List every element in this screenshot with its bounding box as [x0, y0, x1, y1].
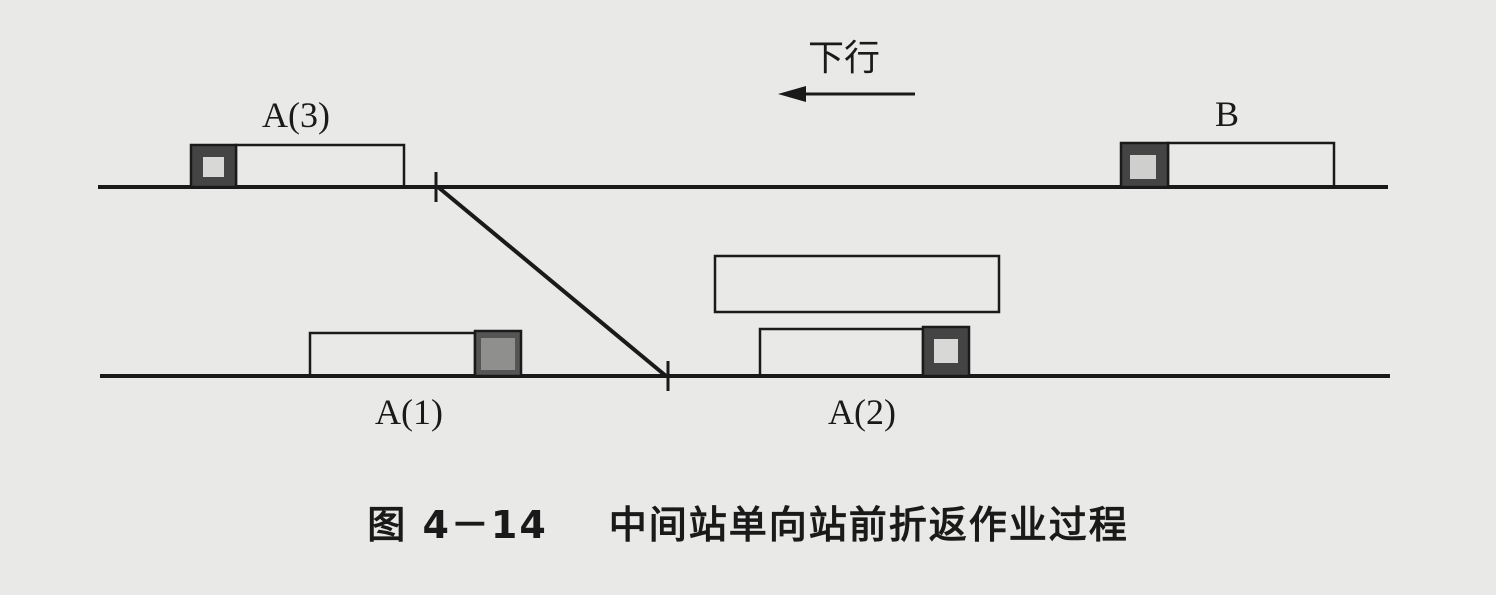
train-label-a3: A(3) [262, 95, 330, 135]
track-diagram: 下行 A(3) B A [98, 38, 1390, 432]
direction-label: 下行 [808, 38, 880, 79]
train-a2 [713, 254, 1001, 378]
train-a1 [308, 329, 523, 378]
locomotive-b [1119, 141, 1170, 189]
crossover-line [436, 185, 668, 378]
figure-number: 图 4－14 [367, 503, 548, 547]
train-b [1119, 141, 1336, 189]
train-label-a1: A(1) [375, 392, 443, 432]
train-a2-consist [713, 254, 1001, 314]
figure-title: 中间站单向站前折返作业过程 [608, 503, 1129, 547]
train-label-b: B [1215, 94, 1239, 134]
train-a3 [189, 143, 406, 189]
direction-arrow [778, 86, 915, 102]
train-label-a2: A(2) [828, 392, 896, 432]
figure-caption: 图 4－14 中间站单向站前折返作业过程 [0, 494, 1496, 549]
